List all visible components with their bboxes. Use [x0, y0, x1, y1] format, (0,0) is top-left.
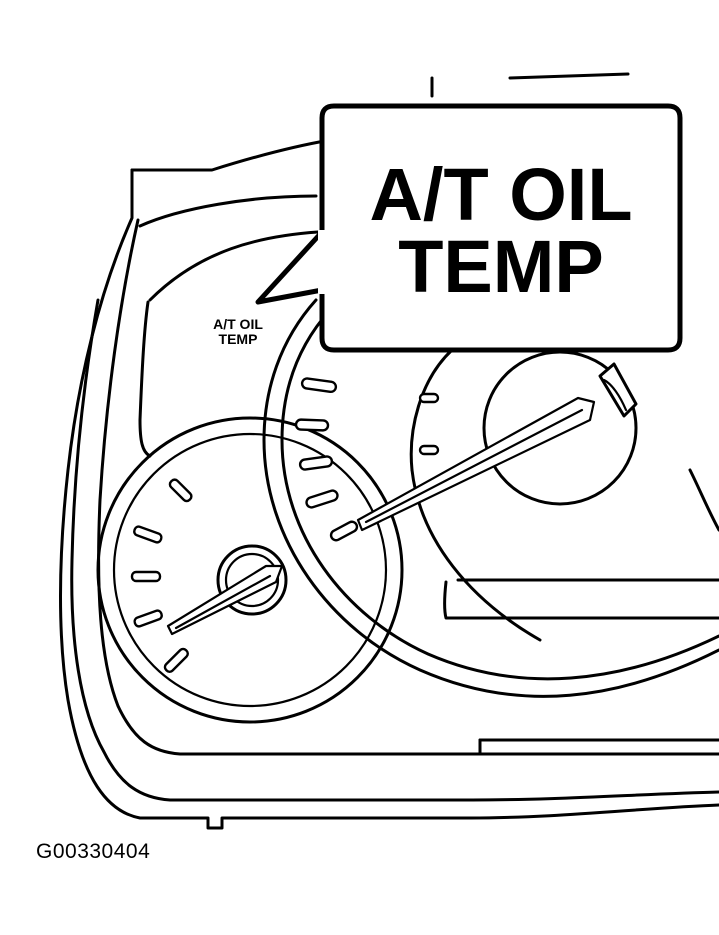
callout-line2: TEMP	[398, 225, 604, 308]
gauge-tick	[163, 647, 189, 673]
gauge-label: A/T OIL TEMP	[213, 316, 263, 347]
gauge-tick	[168, 478, 193, 503]
callout: A/T OIL TEMP	[255, 103, 683, 353]
cluster-housing	[59, 138, 719, 830]
gauge-tick	[418, 392, 440, 404]
lcd-display	[443, 578, 719, 620]
figure-id: G00330404	[36, 840, 151, 863]
gauge-tick	[133, 609, 163, 628]
gauge-label-line2: TEMP	[219, 331, 258, 347]
left-gauge	[96, 416, 404, 724]
gauge-tick	[418, 444, 440, 456]
gauge-tick	[130, 570, 162, 583]
right-gauge	[356, 348, 719, 642]
gauge-tick	[294, 418, 330, 432]
gauge-tick	[133, 525, 163, 544]
callout-box	[255, 103, 683, 353]
callout-line1: A/T OIL	[369, 153, 632, 236]
reset-knob	[598, 362, 638, 418]
gauge-tick	[298, 455, 334, 471]
gauge-label-line1: A/T OIL	[213, 316, 263, 332]
gauge-tick	[300, 377, 338, 394]
gauge-tick	[329, 520, 359, 542]
top-marks	[430, 72, 630, 98]
gauge-tick	[305, 489, 339, 509]
oil-temp-gauge	[262, 298, 719, 698]
